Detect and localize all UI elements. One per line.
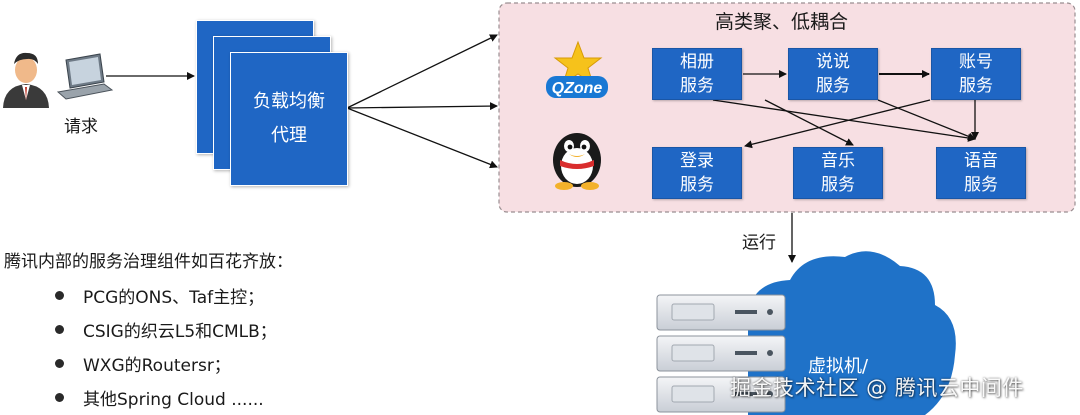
laptop-icon (56, 53, 114, 100)
proxy-label-line1: 负载均衡 (253, 91, 325, 112)
service-arrows (712, 70, 979, 149)
service-music-line1: 音乐 (821, 151, 855, 171)
service-voice-line1: 语音 (964, 151, 998, 171)
service-voice-line2: 服务 (964, 175, 998, 195)
governance-item-text: PCG的ONS、Taf主控； (83, 288, 265, 308)
service-account-line1: 账号 (959, 52, 993, 72)
bullet-dot (55, 291, 64, 300)
cluster-title: 高类聚、低耦合 (715, 11, 849, 33)
proxy-card-front: 负载均衡 代理 (230, 52, 348, 186)
service-login: 登录 服务 (652, 147, 742, 199)
service-shuoshuo: 说说 服务 (788, 48, 878, 100)
bullet-dot (55, 359, 64, 368)
governance-item: PCG的ONS、Taf主控； (55, 283, 264, 308)
governance-item: WXG的Routersr； (55, 351, 231, 376)
governance-item-text: 其他Spring Cloud ...... (83, 390, 264, 410)
run-label: 运行 (742, 233, 776, 253)
service-account-line2: 服务 (959, 76, 993, 96)
service-login-line2: 服务 (680, 175, 714, 195)
cloud-shape (748, 251, 956, 415)
service-login-line1: 登录 (680, 151, 714, 171)
governance-heading: 腾讯内部的服务治理组件如百花齐放： (4, 252, 293, 272)
service-album-line2: 服务 (680, 76, 714, 96)
service-shuoshuo-line1: 说说 (816, 52, 850, 72)
bullet-dot (55, 393, 64, 402)
service-shuoshuo-line2: 服务 (816, 76, 850, 96)
qq-penguin-icon (553, 133, 601, 190)
service-music-line2: 服务 (821, 175, 855, 195)
qzone-logo: QZone (546, 40, 608, 98)
qzone-logo-text: QZone (552, 80, 603, 97)
service-music: 音乐 服务 (793, 147, 883, 199)
watermark: 掘金技术社区 @ 腾讯云中间件 (730, 376, 1024, 400)
service-album-line1: 相册 (680, 52, 714, 72)
service-account: 账号 服务 (931, 48, 1021, 100)
service-voice: 语音 服务 (936, 147, 1026, 199)
governance-item: 其他Spring Cloud ...... (55, 385, 264, 410)
arrows-proxy-to-cluster (346, 34, 498, 169)
vm-label: 虚拟机/ (808, 356, 869, 377)
proxy-label-line2: 代理 (271, 125, 307, 146)
governance-item-text: CSIG的织云L5和CMLB； (83, 322, 277, 342)
client-label: 请求 (64, 117, 98, 137)
user-icon (3, 52, 49, 108)
server-rack-icon (656, 294, 786, 413)
bullet-dot (55, 325, 64, 334)
service-album: 相册 服务 (652, 48, 742, 100)
governance-item-text: WXG的Routersr； (83, 356, 231, 376)
governance-item: CSIG的织云L5和CMLB； (55, 317, 277, 342)
